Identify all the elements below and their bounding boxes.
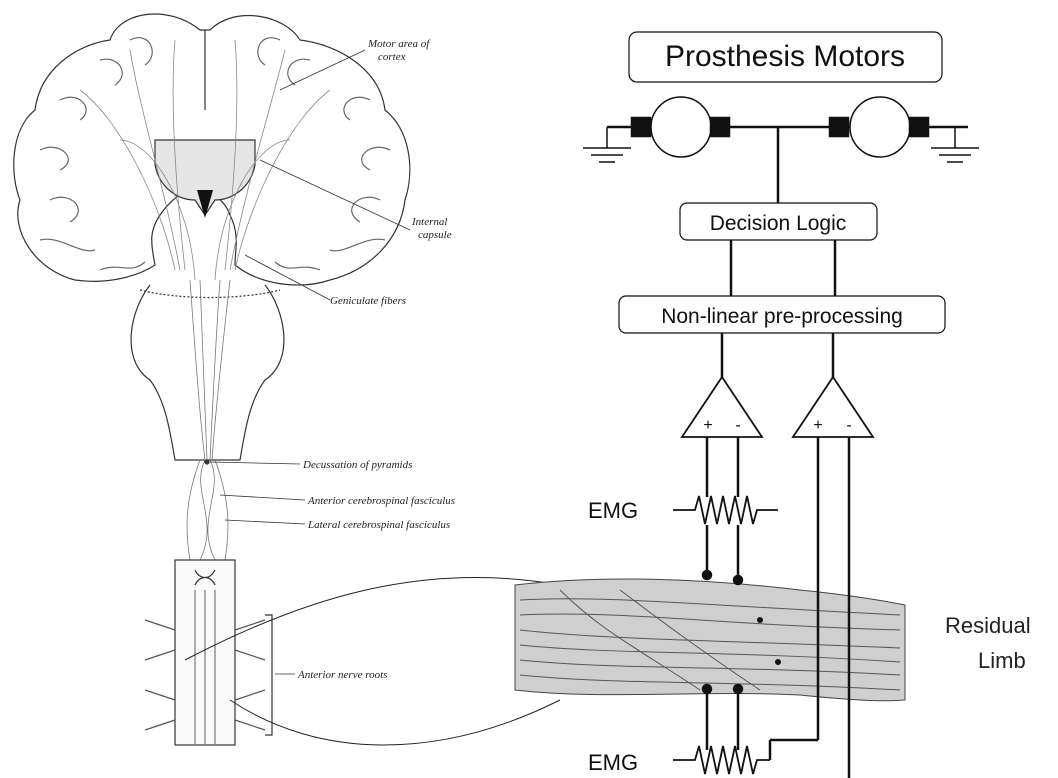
label-internal-capsule-line1: Internal <box>411 216 447 228</box>
preprocessing-label: Non-linear pre-processing <box>661 305 903 328</box>
label-geniculate-fibers: Geniculate fibers <box>330 295 406 307</box>
label-motor-area-line2: cortex <box>378 51 406 63</box>
decussation-dot <box>205 460 209 464</box>
motor-2 <box>850 97 910 157</box>
nerve-root-bracket <box>265 615 272 735</box>
label-internal-capsule-line2: capsule <box>418 229 452 241</box>
label-motor-area-line1: Motor area of <box>367 38 431 50</box>
brain-gyri-left <box>40 38 152 270</box>
motor-2-terminal-left <box>830 118 848 136</box>
decision-logic-label: Decision Logic <box>710 212 847 235</box>
emg-bottom-resistor <box>673 746 770 774</box>
motor-1 <box>651 97 711 157</box>
residual-limb-illustration <box>515 579 905 701</box>
pons-line <box>140 290 280 298</box>
emg-top-electrode-1 <box>703 571 711 579</box>
motor-1-terminal-right <box>711 118 729 136</box>
label-limb: Limb <box>978 648 1026 673</box>
emg-top-resistor <box>673 496 778 524</box>
emg-top-electrode-2 <box>734 576 742 584</box>
cord-to-limb-curves <box>185 577 560 745</box>
amp2-plus-label: + <box>813 417 822 434</box>
prosthesis-motors-label: Prosthesis Motors <box>665 40 905 73</box>
ground-left <box>583 127 631 162</box>
amp1-minus-label: - <box>735 417 740 434</box>
label-lateral-cs: Lateral cerebrospinal fasciculus <box>307 519 450 531</box>
pyramidal-tract-fibers <box>187 280 230 560</box>
brain-illustration <box>14 14 410 745</box>
emg-bottom-label: EMG <box>588 750 638 775</box>
amp2-minus-label: - <box>846 417 851 434</box>
electrode-site-1 <box>757 617 763 623</box>
brainstem <box>131 285 284 460</box>
motor-1-terminal-left <box>632 118 650 136</box>
brain-gyri-right <box>258 38 390 270</box>
label-decussation: Decussation of pyramids <box>302 459 412 471</box>
electrode-site-2 <box>775 659 781 665</box>
amplifier-1 <box>682 377 762 437</box>
label-residual: Residual <box>945 613 1031 638</box>
ground-right <box>931 127 979 162</box>
label-nerve-roots: Anterior nerve roots <box>297 669 387 681</box>
amplifier-2 <box>793 377 873 437</box>
limb-outline <box>515 579 905 701</box>
motor-2-terminal-right <box>910 118 928 136</box>
label-anterior-cs: Anterior cerebrospinal fasciculus <box>307 495 455 507</box>
emg-top-label: EMG <box>588 498 638 523</box>
amp1-plus-label: + <box>703 417 712 434</box>
